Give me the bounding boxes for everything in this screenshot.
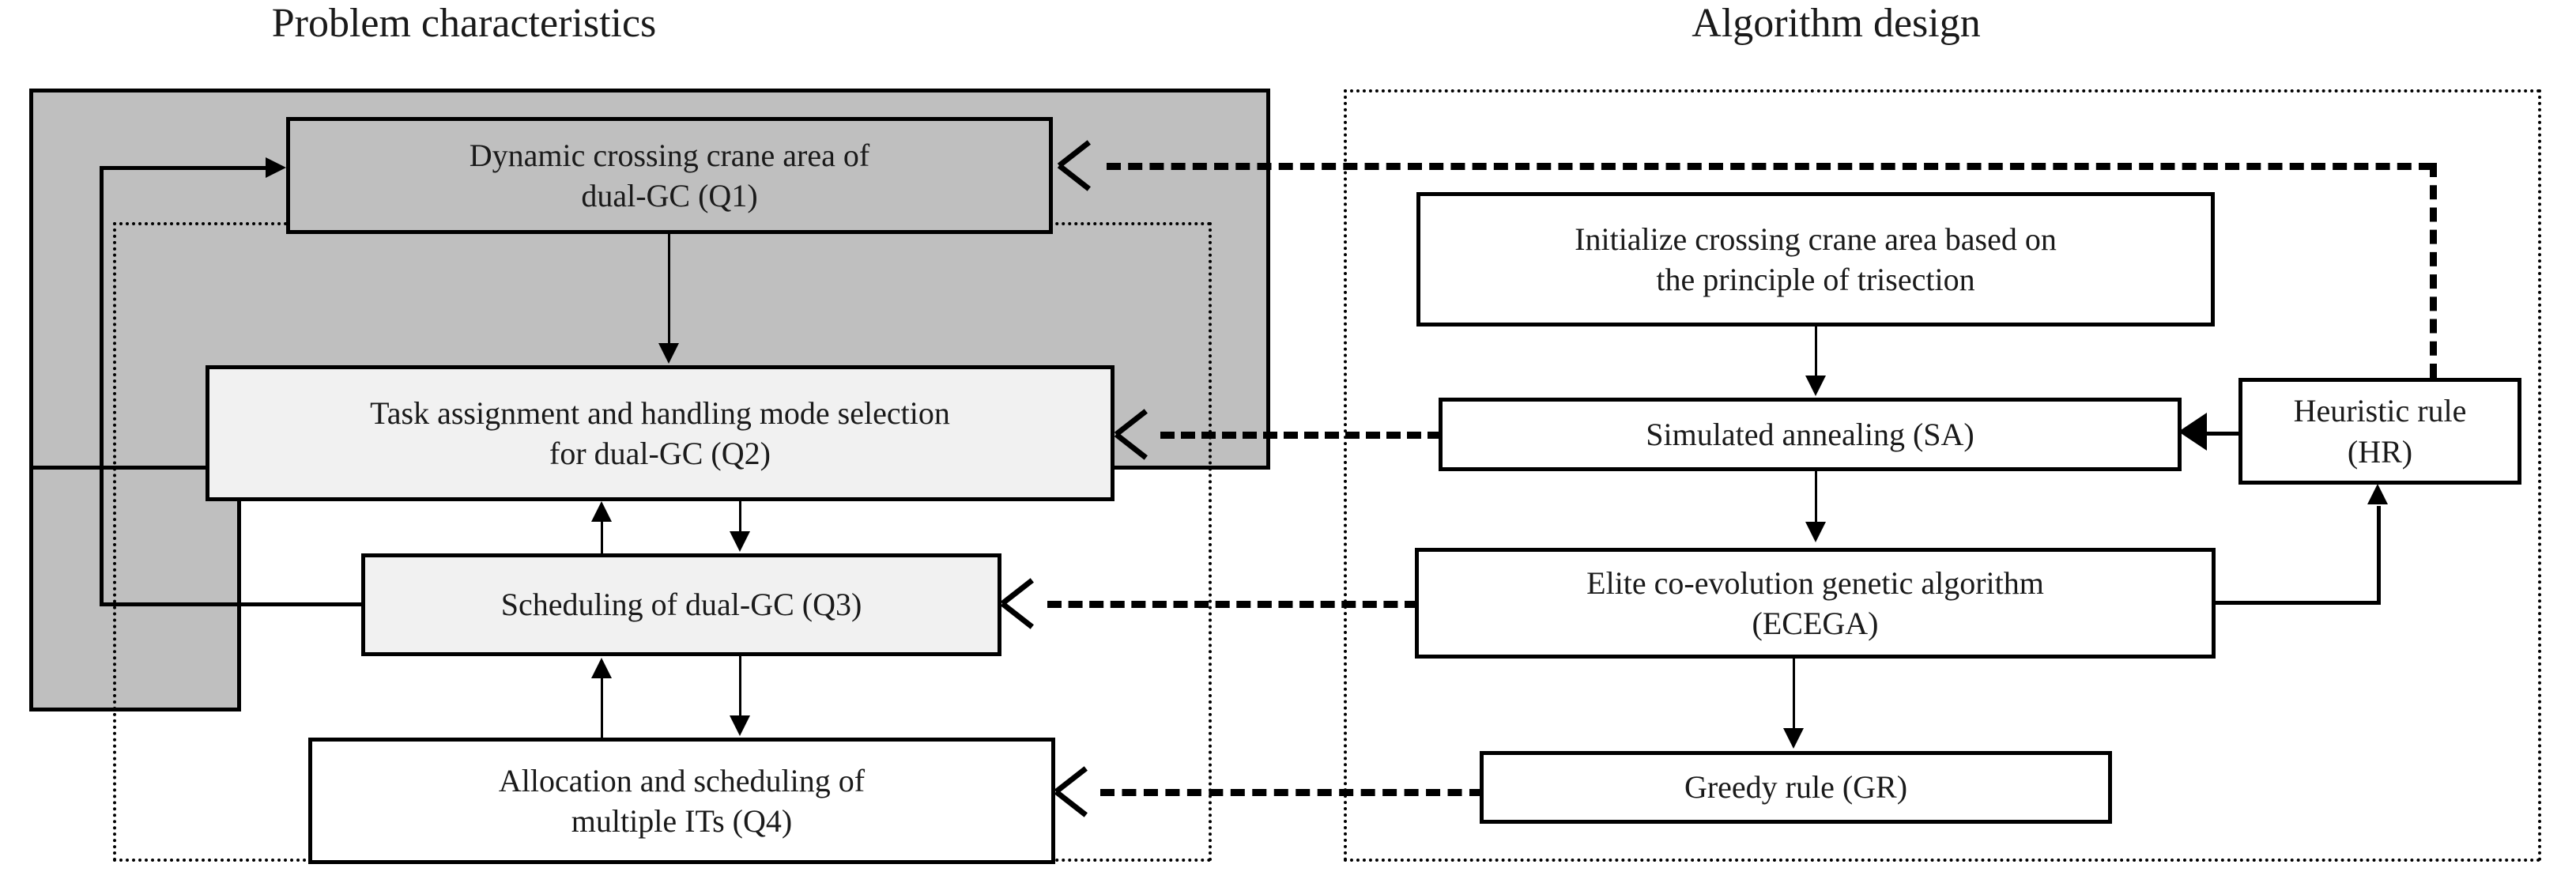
edge-q3-to-q1-arrowhead [266, 157, 286, 178]
edge-init-to-q1-vertical [2430, 163, 2437, 378]
node-q3[interactable]: Scheduling of dual-GC (Q3) [361, 553, 1001, 656]
edge-q3-to-q4-line [739, 656, 741, 717]
edge-q2-to-q3-line [739, 501, 741, 533]
node-ecega-line1: Elite co-evolution genetic algorithm [1586, 564, 2044, 601]
edge-q3-to-q1-horizontal-out [100, 602, 364, 606]
edge-q3-to-q2-arrowhead [591, 501, 612, 522]
edge-q2-to-q3-arrowhead [730, 531, 750, 552]
node-q1-label: Dynamic crossing crane area of dual-GC (… [470, 135, 869, 216]
node-ecega-line2: (ECEGA) [1752, 606, 1879, 641]
node-gr[interactable]: Greedy rule (GR) [1480, 751, 2112, 824]
node-q2-line2: for dual-GC (Q2) [549, 436, 771, 471]
edge-sa-to-q2-arrowhead [1116, 415, 1151, 450]
panel-title-algorithm: Algorithm design [1692, 1, 1981, 46]
node-q4[interactable]: Allocation and scheduling of multiple IT… [308, 738, 1055, 864]
node-initialize-line1: Initialize crossing crane area based on [1575, 221, 2057, 257]
edge-ecega-to-gr-line [1793, 659, 1795, 730]
edge-hr-to-sa-arrowhead [2178, 413, 2207, 451]
node-hr-label: Heuristic rule (HR) [2294, 391, 2467, 471]
node-ecega-label: Elite co-evolution genetic algorithm (EC… [1586, 563, 2044, 644]
problem-gray-region-lower [29, 470, 241, 711]
edge-sa-to-ecega-line [1815, 471, 1817, 523]
edge-ecega-to-q3-arrowhead [1002, 584, 1037, 619]
node-q4-line2: multiple ITs (Q4) [571, 803, 793, 839]
edge-init-to-q1-horizontal [1107, 163, 2433, 170]
edge-q3-to-q1-horizontal-in [100, 166, 270, 170]
edge-q3-to-q4-arrowhead [730, 715, 750, 736]
edge-ecega-to-gr-arrowhead [1783, 728, 1804, 749]
edge-gr-to-q4-arrowhead [1056, 772, 1091, 807]
node-initialize[interactable]: Initialize crossing crane area based on … [1416, 192, 2215, 326]
node-q2-line1: Task assignment and handling mode select… [370, 394, 950, 431]
node-q2-label: Task assignment and handling mode select… [370, 393, 950, 474]
node-initialize-label: Initialize crossing crane area based on … [1575, 219, 2057, 300]
edge-q4-to-q3-arrowhead [591, 658, 612, 678]
edge-ecega-to-hr-arrowhead [2367, 484, 2388, 504]
edge-init-to-sa-line [1815, 326, 1817, 377]
node-hr-line1: Heuristic rule [2293, 393, 2467, 429]
edge-q1-to-q2-arrowhead [658, 343, 679, 364]
edge-ecega-to-hr-vertical [2377, 506, 2381, 602]
edge-gr-to-q4-horizontal [1100, 789, 1484, 796]
edge-init-to-q1-arrowhead [1059, 146, 1094, 181]
node-q1-line1: Dynamic crossing crane area of [469, 137, 870, 173]
node-q1-line2: dual-GC (Q1) [581, 178, 758, 213]
node-q4-label: Allocation and scheduling of multiple IT… [499, 761, 865, 841]
edge-q1-to-q2-line [668, 234, 670, 345]
node-initialize-line2: the principle of trisection [1656, 262, 1975, 297]
node-q3-label: Scheduling of dual-GC (Q3) [500, 587, 862, 623]
node-ecega[interactable]: Elite co-evolution genetic algorithm (EC… [1415, 548, 2216, 659]
edge-q4-to-q3-line [601, 678, 603, 738]
edge-sa-to-q2-horizontal [1160, 432, 1442, 439]
node-q1[interactable]: Dynamic crossing crane area of dual-GC (… [286, 117, 1053, 234]
panel-title-problem: Problem characteristics [271, 1, 657, 46]
node-sa[interactable]: Simulated annealing (SA) [1439, 398, 2182, 471]
algorithm-dotted-boundary [1344, 89, 2541, 862]
node-hr-line2: (HR) [2347, 433, 2413, 470]
edge-init-to-sa-arrowhead [1805, 376, 1826, 396]
edge-q3-to-q2-line [601, 522, 603, 555]
node-q4-line1: Allocation and scheduling of [498, 762, 866, 798]
edge-q3-to-q1-vertical [100, 166, 104, 606]
edge-ecega-to-q3-horizontal [1047, 601, 1419, 608]
edge-hr-to-sa-line [2205, 432, 2241, 436]
edge-ecega-to-hr-horizontal [2213, 601, 2381, 605]
gray-region-inner-right-edge [237, 470, 241, 711]
node-gr-label: Greedy rule (GR) [1684, 769, 1908, 806]
node-q2[interactable]: Task assignment and handling mode select… [206, 365, 1115, 501]
edge-sa-to-ecega-arrowhead [1805, 522, 1826, 542]
node-sa-label: Simulated annealing (SA) [1646, 416, 1974, 452]
node-hr[interactable]: Heuristic rule (HR) [2238, 378, 2521, 485]
